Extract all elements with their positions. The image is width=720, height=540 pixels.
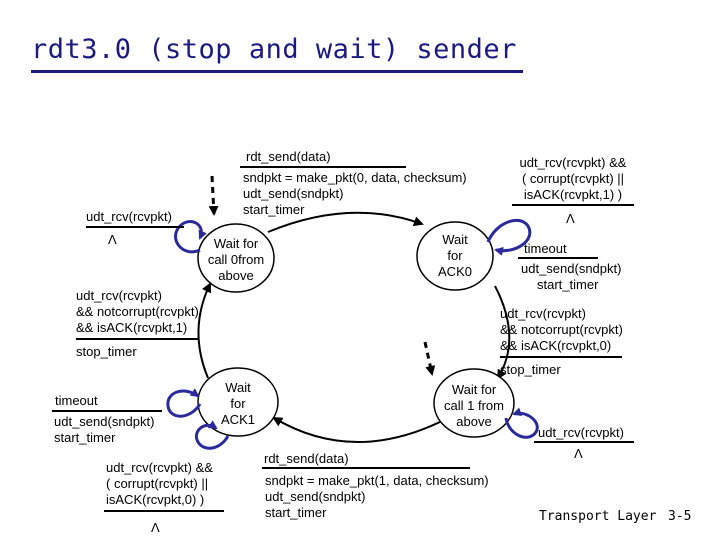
state-label-wait-call1: Wait for call 1 from above — [444, 382, 504, 429]
t-self-ack1-rcv-event: udt_rcv(rcvpkt) && ( corrupt(rcvpkt) || … — [106, 460, 213, 507]
transition-arc-ack0-to-call1 — [494, 285, 511, 380]
t-ack0-to-call1-action: stop_timer — [500, 362, 561, 377]
self-loop-ack0 — [486, 219, 532, 256]
state-label-wait-ack0: Wait for ACK0 — [438, 232, 472, 279]
transition-arc-call1-to-ack1 — [272, 416, 449, 443]
t-self-call1-rule — [534, 441, 634, 443]
state-label-wait-call0: Wait for call 0from above — [207, 236, 265, 283]
t-self-ack1-timeout-actions: udt_send(sndpkt) start_timer — [54, 414, 155, 445]
transition-arc-call0-to-ack0 — [267, 211, 424, 233]
t-self-ack0-rcv-action: Λ — [566, 211, 575, 226]
t-send0-actions: sndpkt = make_pkt(0, data, checksum) udt… — [243, 170, 467, 217]
t-self-ack0-rcv-rule — [512, 204, 634, 206]
state-wait-call1 — [433, 368, 515, 438]
t-ack1-to-call0-rule — [76, 338, 198, 340]
t-send0-event: rdt_send(data) — [246, 149, 331, 164]
t-self-call0-action: Λ — [108, 232, 117, 247]
t-self-call1-action: Λ — [574, 446, 583, 461]
t-self-ack1-rcv-action: Λ — [151, 520, 160, 535]
t-self-call0-event: udt_rcv(rcvpkt) — [86, 209, 172, 224]
self-loop-call1 — [504, 407, 539, 439]
t-send0-rule — [240, 166, 406, 168]
t-ack0-to-call1-rule — [500, 356, 622, 358]
t-self-ack0-rcv-event: udt_rcv(rcvpkt) && ( corrupt(rcvpkt) || … — [519, 155, 627, 202]
t-self-ack1-rcv-rule — [104, 510, 224, 512]
footer-section: Transport Layer — [539, 509, 657, 524]
t-send1-actions: sndpkt = make_pkt(1, data, checksum) udt… — [265, 473, 489, 520]
state-label-wait-ack1: Wait for ACK1 — [221, 380, 255, 427]
initial-arrow-call1 — [423, 341, 436, 376]
self-loop-ack1-bottom — [195, 420, 230, 450]
t-self-ack1-timeout-rule — [52, 410, 162, 412]
t-ack0-to-call1-event: udt_rcv(rcvpkt) && notcorrupt(rcvpkt) &&… — [500, 306, 623, 353]
initial-arrow-call0 — [208, 175, 219, 216]
t-self-ack1-timeout-event: timeout — [55, 393, 98, 408]
state-wait-ack0 — [416, 221, 494, 291]
page-title: rdt3.0 (stop and wait) sender — [31, 34, 517, 65]
footer-page-number: 3-5 — [668, 509, 692, 524]
title-underline — [31, 70, 523, 73]
state-wait-call0 — [197, 223, 275, 293]
t-self-ack0-timeout-actions: udt_send(sndpkt) start_timer — [521, 261, 622, 292]
self-loop-ack1-left — [166, 388, 202, 418]
t-self-ack0-timeout-rule — [518, 257, 598, 259]
state-wait-ack1 — [197, 367, 279, 437]
t-self-ack0-timeout-event: timeout — [524, 241, 567, 256]
t-ack1-to-call0-event: udt_rcv(rcvpkt) && notcorrupt(rcvpkt) &&… — [76, 288, 199, 335]
t-self-call0-rule — [86, 226, 184, 228]
t-self-call1-event: udt_rcv(rcvpkt) — [538, 425, 624, 440]
t-send1-rule — [262, 467, 470, 469]
t-ack1-to-call0-action: stop_timer — [76, 344, 137, 359]
transition-arc-ack1-to-call0 — [197, 282, 212, 379]
t-send1-event: rdt_send(data) — [264, 451, 349, 466]
